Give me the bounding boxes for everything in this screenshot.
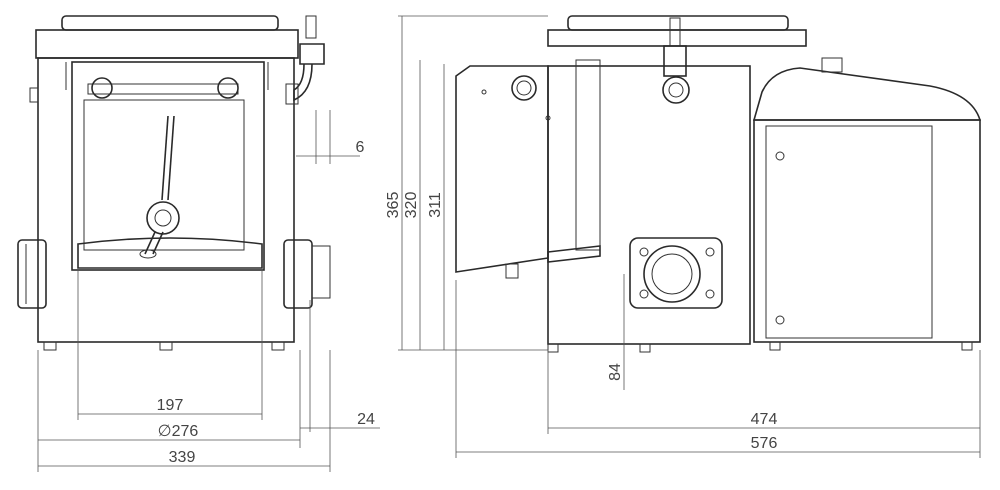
side-motor-panel	[765, 125, 933, 339]
dim-label-320: 320	[403, 192, 420, 219]
front-port-right	[283, 239, 313, 309]
side-outlet-bore	[651, 253, 693, 295]
dim-label-6: 6	[356, 139, 365, 156]
front-foot	[159, 341, 173, 351]
front-fitting-left	[91, 77, 113, 99]
side-gauge	[511, 75, 537, 101]
side-dimensions: 365 320 311 84 474 576	[385, 15, 981, 458]
side-tank-body	[547, 65, 751, 345]
panel-screw	[775, 151, 785, 161]
front-dimensions: 197 ∅276 339 24 6	[37, 110, 380, 472]
side-hose-coupling	[663, 45, 687, 77]
front-foot	[43, 341, 57, 351]
side-hose-elbow	[662, 76, 690, 104]
front-hose-coupling	[299, 43, 325, 65]
side-view	[455, 15, 982, 353]
flange-bolt	[705, 289, 715, 299]
front-lever-edge	[167, 115, 175, 201]
side-foot	[961, 341, 973, 351]
dim-label-339: 339	[169, 449, 196, 466]
front-fitting-right	[217, 77, 239, 99]
panel-screw	[775, 315, 785, 325]
side-bolt	[481, 89, 487, 95]
front-side-knob	[29, 87, 39, 103]
front-view	[17, 15, 331, 351]
dim-label-311: 311	[427, 192, 444, 218]
side-foot	[547, 343, 559, 353]
front-lever	[161, 115, 169, 201]
front-inner-panel	[83, 99, 245, 251]
front-drain	[139, 249, 157, 259]
dim-label-474: 474	[751, 411, 778, 428]
side-gauge-inner	[516, 80, 532, 96]
side-cap	[821, 57, 843, 73]
dim-label-576: 576	[751, 435, 778, 452]
side-outlet-flange	[629, 237, 723, 309]
front-body	[37, 57, 295, 343]
front-port-right-outlet	[311, 245, 331, 299]
dim-label-diameter: ∅276	[158, 423, 199, 440]
side-rear-plate	[455, 65, 549, 273]
front-inner-frame	[71, 61, 265, 271]
flange-bolt	[639, 247, 649, 257]
side-channel-base	[547, 245, 601, 263]
dim-label-197: 197	[157, 397, 184, 414]
side-foot	[769, 341, 781, 351]
side-motor-hood	[752, 67, 982, 121]
front-hose-elbow	[293, 63, 313, 102]
side-channel	[575, 59, 601, 251]
dim-label-24: 24	[357, 411, 375, 428]
front-valve	[146, 201, 180, 235]
flange-bolt	[705, 247, 715, 257]
side-hose-nipple	[669, 17, 681, 47]
front-valve-core	[154, 209, 172, 227]
front-foot	[271, 341, 285, 351]
side-foot	[639, 343, 651, 353]
front-valve-spout	[144, 231, 156, 255]
front-tray	[77, 237, 263, 269]
dim-label-365: 365	[385, 192, 402, 219]
front-lid-top	[61, 15, 279, 31]
dim-label-84: 84	[607, 363, 624, 381]
side-lid	[547, 29, 807, 47]
side-drain	[505, 263, 519, 279]
front-valve-spout-edge	[152, 231, 164, 255]
front-hose-nipple	[305, 15, 317, 39]
side-motor-housing	[753, 119, 981, 343]
front-port-left	[17, 239, 47, 309]
side-hose-elbow-inner	[668, 82, 684, 98]
front-lid	[35, 29, 299, 59]
side-outlet-ring	[643, 245, 701, 303]
flange-bolt	[639, 289, 649, 299]
front-hose-end	[285, 83, 299, 105]
